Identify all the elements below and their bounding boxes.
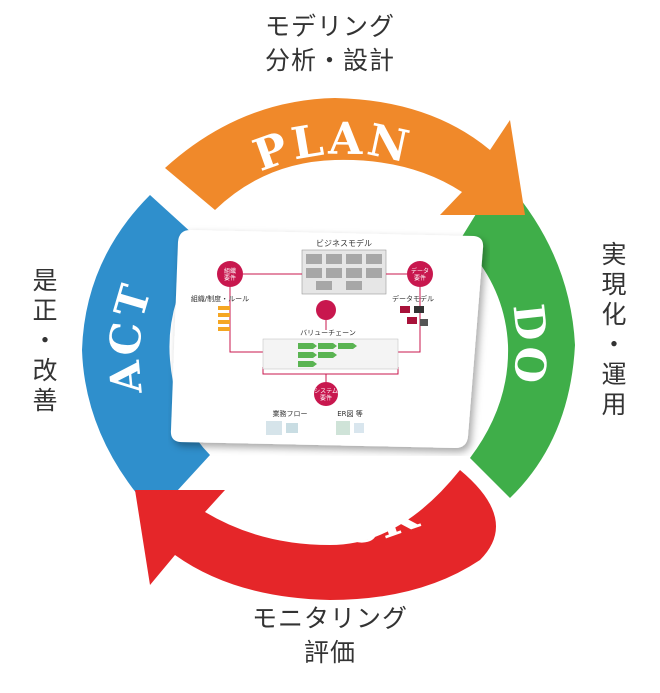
system-requirements-label-1: システム [314, 388, 338, 395]
do-caption-char: 化 [601, 300, 627, 329]
org-rules-thumbnail [218, 306, 230, 331]
act-caption-char: 善 [32, 386, 58, 415]
check-caption-line-2: 評価 [303, 638, 356, 667]
do-caption-char: ・ [601, 330, 627, 359]
check-caption: モニタリング 評価 [150, 602, 510, 670]
erd-label: ER図 等 [337, 409, 363, 418]
data-model-label: データモデル [392, 294, 434, 303]
org-rules-label: 組織/制度・ルール [191, 294, 249, 303]
plan-caption-line-2: 分析・設計 [264, 46, 395, 75]
act-caption: 是 正 ・ 改 善 [28, 266, 62, 416]
org-requirements-node [217, 261, 243, 287]
workflow-label: 業務フロー [273, 409, 308, 418]
act-label: ACT [100, 277, 162, 397]
org-requirements-label-2: 要件 [224, 274, 236, 282]
data-requirements-label-1: データ [411, 267, 429, 275]
plan-caption: モデリング 分析・設計 [150, 10, 510, 78]
business-model-grid [306, 254, 382, 290]
act-caption-char: 正 [32, 296, 58, 325]
check-caption-line-1: モニタリング [251, 604, 408, 633]
data-model-thumbnail [400, 306, 428, 326]
do-caption-char: 実 [601, 240, 627, 269]
do-caption: 実 現 化 ・ 運 用 [597, 240, 631, 420]
workflow-thumbnail [266, 421, 298, 435]
check-segment [135, 470, 496, 600]
act-caption-char: 是 [32, 266, 58, 295]
center-diagram-card: ビジネスモデル 組織 要件 データ 要件 組織/制度・ルール [170, 230, 484, 448]
do-caption-char: 現 [601, 270, 627, 299]
center-node [316, 300, 336, 320]
value-chain-label: バリューチェーン [300, 329, 356, 337]
data-requirements-label-2: 要件 [414, 274, 426, 282]
org-requirements-label-1: 組織 [224, 267, 236, 275]
do-segment [460, 175, 575, 498]
plan-segment [165, 98, 525, 215]
system-requirements-label-2: 要件 [320, 394, 332, 402]
plan-caption-line-1: モデリング [264, 12, 395, 41]
business-model-label: ビジネスモデル [316, 238, 372, 248]
do-caption-char: 運 [601, 360, 627, 389]
system-requirements-node [314, 382, 338, 406]
value-chain-arrows [298, 343, 357, 367]
erd-thumbnail [336, 421, 364, 435]
act-caption-char: 改 [32, 356, 58, 385]
data-requirements-node [407, 261, 433, 287]
do-caption-char: 用 [601, 390, 627, 419]
act-caption-char: ・ [32, 326, 58, 355]
